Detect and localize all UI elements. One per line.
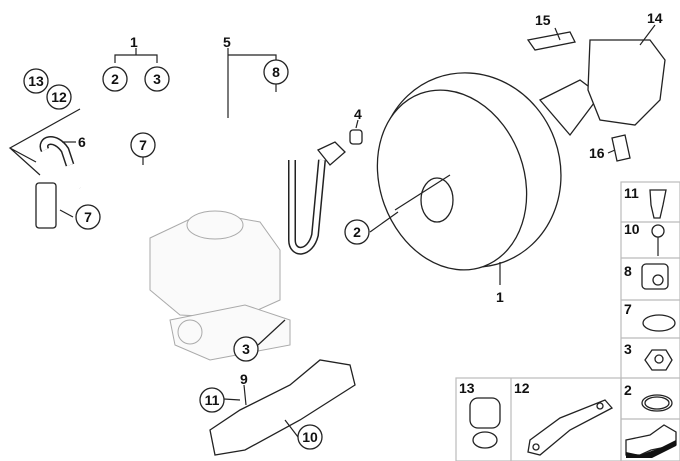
callout-12-circle: 12 [51, 89, 67, 105]
callout-5: 5 [223, 34, 231, 50]
callout-10-circle: 10 [302, 429, 318, 445]
legend-12: 12 [514, 380, 530, 396]
clip-15-drawing [526, 31, 576, 51]
clip-16-drawing [611, 134, 631, 162]
callout-3-circle-nut: 3 [242, 341, 250, 357]
callout-4: 4 [354, 106, 362, 122]
callout-2-circle: 2 [111, 71, 119, 87]
callout-8-circle: 8 [272, 64, 280, 80]
callout-6: 6 [78, 134, 86, 150]
legend-10: 10 [624, 221, 640, 237]
callout-3-circle: 3 [153, 71, 161, 87]
bracket-drawing [209, 359, 356, 456]
legend-2: 2 [624, 382, 632, 398]
arrow-icon [625, 424, 677, 456]
callout-7-circle-bottom: 7 [84, 209, 92, 225]
legend-3: 3 [624, 341, 632, 357]
brake-booster-drawing [376, 72, 601, 271]
callout-1-group: 1 [130, 34, 138, 50]
legend-bottom-panel: 13 12 [455, 377, 622, 461]
callout-13-circle: 13 [28, 73, 44, 89]
legend-7: 7 [624, 301, 632, 317]
vacuum-hose-drawing [35, 90, 363, 255]
leader-lines [8, 24, 656, 438]
callout-2-circle-pin: 2 [353, 224, 361, 240]
callout-9: 9 [240, 371, 248, 387]
callout-15: 15 [535, 12, 551, 28]
callout-14: 14 [647, 10, 663, 26]
legend-side-panel: 11 10 8 7 3 2 [620, 181, 680, 461]
master-cylinder-drawing [149, 210, 291, 361]
callout-16: 16 [589, 145, 605, 161]
legend-13: 13 [459, 380, 475, 396]
callout-11-circle: 11 [205, 392, 220, 408]
legend-8: 8 [624, 263, 632, 279]
callout-1-booster: 1 [496, 289, 504, 305]
legend-11: 11 [624, 185, 639, 201]
callout-7-circle-top: 7 [139, 137, 147, 153]
gasket-drawing [587, 39, 666, 126]
